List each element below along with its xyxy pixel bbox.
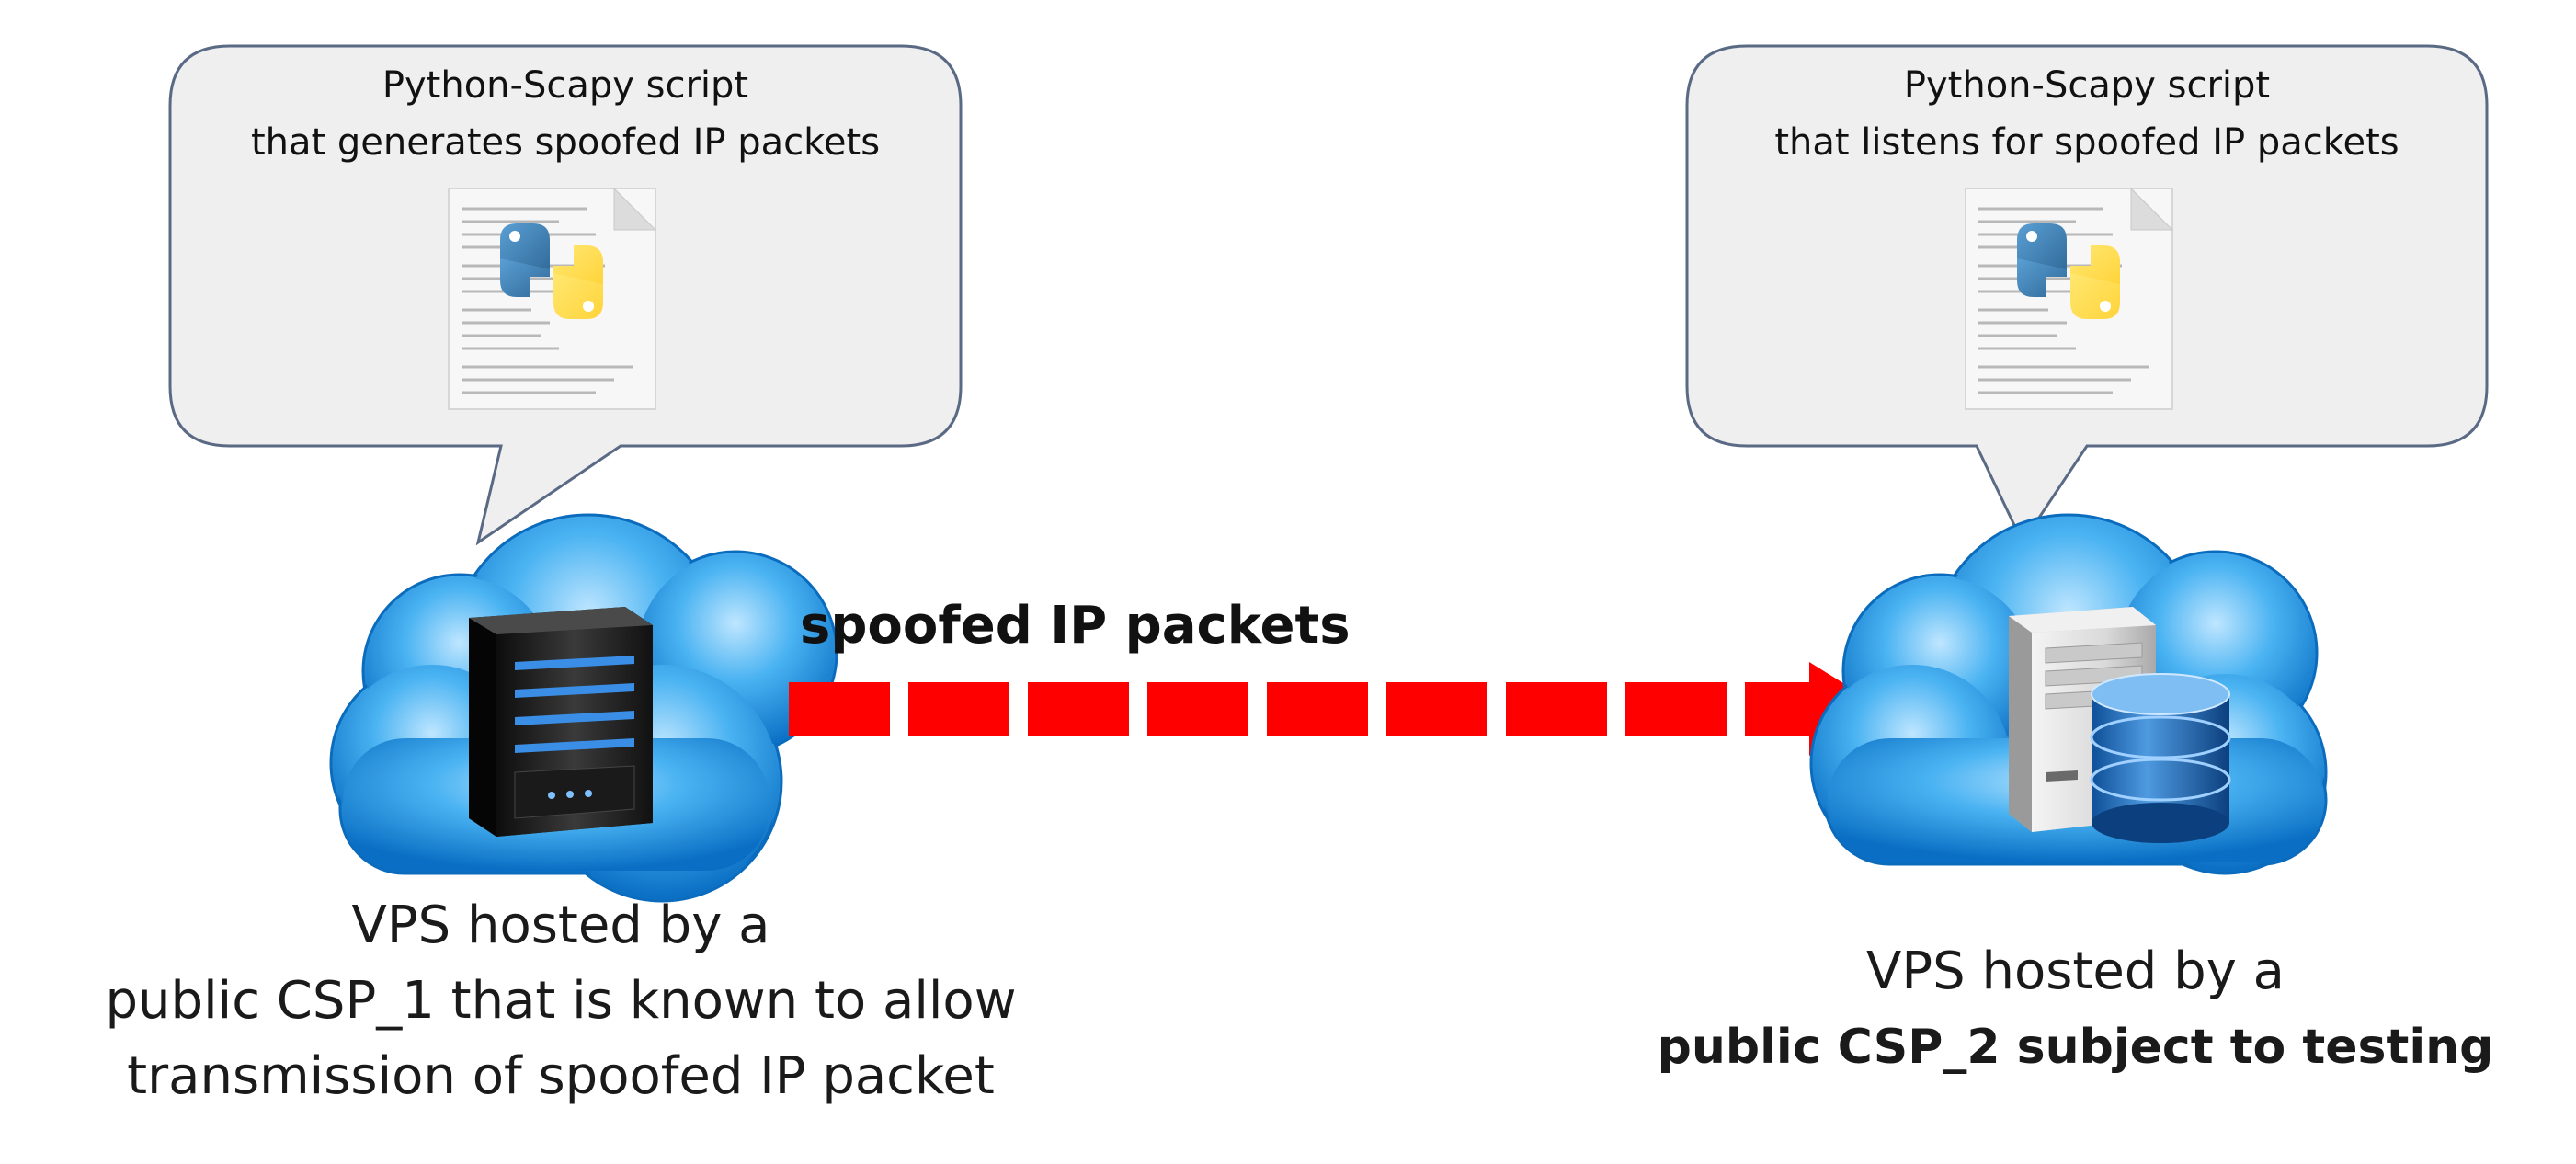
right-caption: VPS hosted by a public CSP_2 subject to … (1581, 934, 2570, 1085)
script-document-icon-left (448, 187, 657, 410)
spoofed-packets-arrow (789, 662, 1885, 756)
python-logo-icon-left (500, 223, 603, 319)
left-caption-line2: public CSP_1 that is known to allow (105, 971, 1017, 1031)
right-bubble-line1: Python-Scapy script (1903, 64, 2271, 107)
arrow-label: spoofed IP packets (800, 596, 1351, 656)
database-icon (2090, 673, 2231, 843)
left-bubble-text: Python-Scapy script that generates spoof… (170, 57, 961, 171)
left-caption-line3: transmission of spoofed IP packet (127, 1046, 995, 1106)
right-bubble-text: Python-Scapy script that listens for spo… (1687, 57, 2487, 171)
right-caption-line2: public CSP_2 subject to testing (1657, 1020, 2494, 1075)
python-logo-icon-right (2017, 223, 2120, 319)
right-caption-line1: VPS hosted by a (1866, 941, 2285, 1001)
script-document-icon-right (1965, 187, 2174, 410)
left-bubble-line1: Python-Scapy script (382, 64, 749, 107)
tower-server-icon-left (469, 607, 653, 837)
left-caption: VPS hosted by a public CSP_1 that is kno… (0, 888, 1122, 1114)
left-bubble-line2: that generates spoofed IP packets (250, 121, 881, 164)
right-bubble-line2: that listens for spoofed IP packets (1774, 121, 2399, 164)
left-caption-line1: VPS hosted by a (351, 896, 770, 955)
